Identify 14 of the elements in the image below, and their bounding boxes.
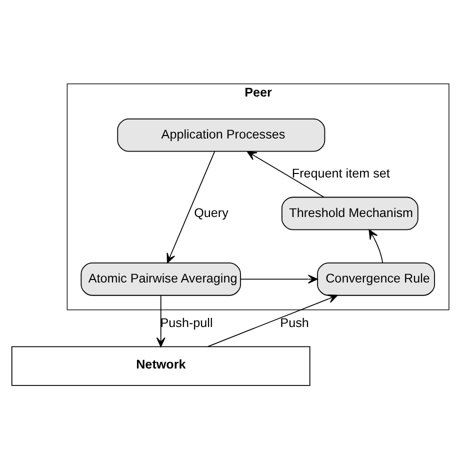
arrow — [207, 294, 338, 346]
arrow — [368, 228, 384, 263]
arrow — [156, 294, 166, 347]
node-box: Convergence Rule — [317, 262, 435, 296]
arrow — [166, 150, 216, 263]
node-box: Atomic Pairwise Averaging — [80, 262, 241, 296]
node-box: Network — [11, 346, 310, 386]
edge-label: Push — [280, 316, 309, 330]
arrow — [240, 274, 318, 284]
node-box: Threshold Mechanism — [282, 196, 418, 230]
node-box: Application Processes — [117, 118, 326, 152]
arrow — [246, 150, 324, 198]
edge-label: Frequent item set — [292, 166, 390, 180]
edge-label: Query — [194, 205, 228, 220]
